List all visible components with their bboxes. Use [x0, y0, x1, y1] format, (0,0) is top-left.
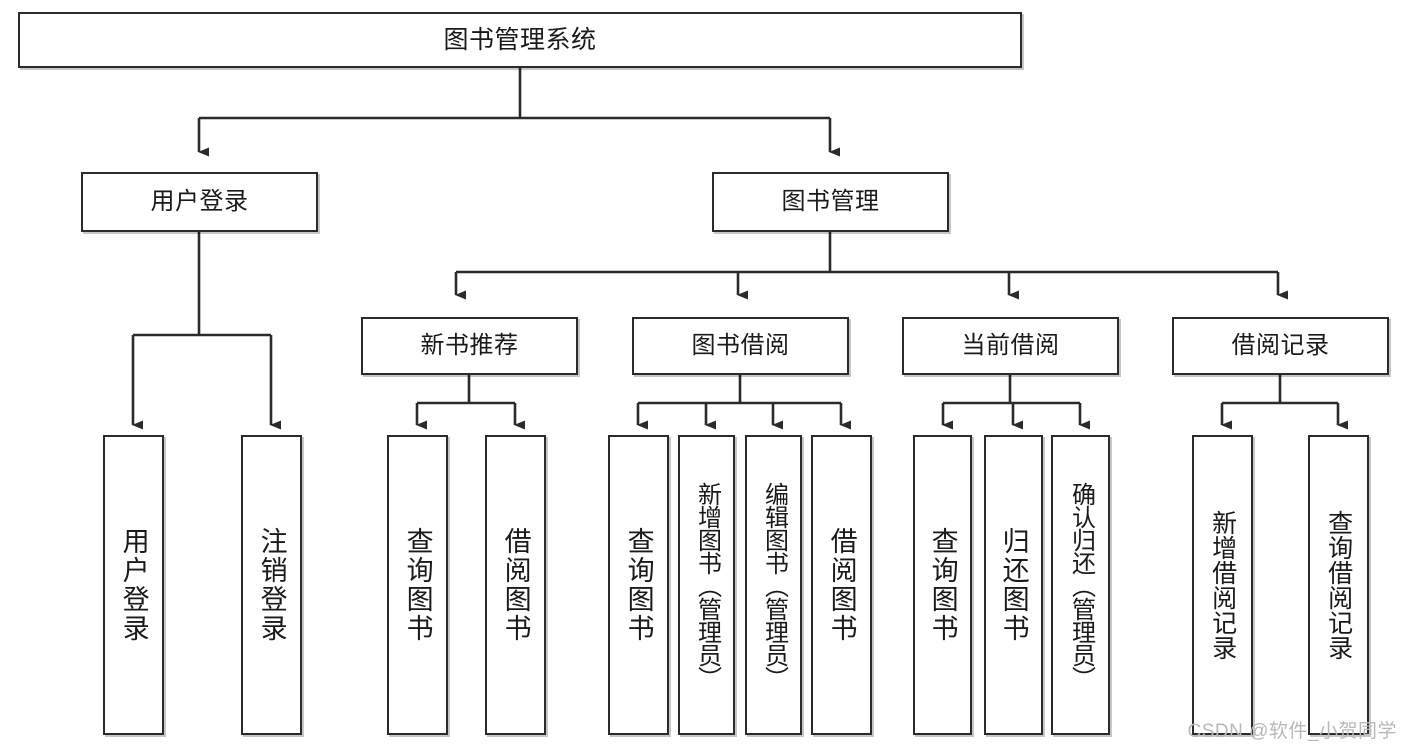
node-leaf-borrow-book-1[interactable]: 借阅图书 — [485, 435, 546, 735]
node-label: 图书管理系统 — [443, 25, 597, 54]
node-label: 新增借阅记录 — [1208, 510, 1237, 660]
node-label: 借阅图书 — [500, 527, 531, 643]
node-label: 查询图书 — [623, 527, 654, 643]
node-leaf-query-book-2[interactable]: 查询图书 — [608, 435, 669, 735]
node-leaf-borrow-book-2[interactable]: 借阅图书 — [811, 435, 872, 735]
node-label: 借阅图书 — [826, 527, 857, 643]
node-book-management[interactable]: 图书管理 — [712, 172, 949, 232]
node-leaf-confirm-return-admin[interactable]: 确认归还（管理员） — [1051, 435, 1110, 735]
node-label: 编辑图书（管理员） — [760, 481, 788, 689]
node-label: 用户登录 — [118, 527, 149, 643]
node-label: 当前借阅 — [961, 332, 1060, 359]
node-leaf-user-login[interactable]: 用户登录 — [103, 435, 164, 735]
node-leaf-query-book-3[interactable]: 查询图书 — [913, 435, 972, 735]
csdn-watermark: CSDN @软件_小贺同学 — [1187, 721, 1397, 742]
node-label: 查询图书 — [927, 527, 958, 643]
node-label: 查询图书 — [402, 527, 433, 643]
node-label: 图书管理 — [781, 188, 880, 215]
node-leaf-add-borrow-record[interactable]: 新增借阅记录 — [1192, 435, 1253, 735]
node-label: 用户登录 — [150, 188, 249, 215]
node-label: 图书借阅 — [691, 332, 790, 359]
node-leaf-query-book-1[interactable]: 查询图书 — [387, 435, 448, 735]
node-leaf-return-book[interactable]: 归还图书 — [984, 435, 1043, 735]
node-borrow-record[interactable]: 借阅记录 — [1172, 317, 1389, 375]
node-label: 确认归还（管理员） — [1067, 481, 1095, 689]
node-label: 查询借阅记录 — [1324, 510, 1353, 660]
node-leaf-query-borrow-record[interactable]: 查询借阅记录 — [1308, 435, 1369, 735]
node-leaf-add-book-admin[interactable]: 新增图书（管理员） — [678, 435, 735, 735]
node-new-book-recommend[interactable]: 新书推荐 — [361, 317, 578, 375]
node-label: 新增图书（管理员） — [693, 481, 721, 689]
node-leaf-logout-login[interactable]: 注销登录 — [241, 435, 302, 735]
node-label: 注销登录 — [256, 527, 287, 643]
node-current-borrow[interactable]: 当前借阅 — [902, 317, 1119, 375]
node-label: 借阅记录 — [1231, 332, 1330, 359]
node-label: 新书推荐 — [420, 332, 519, 359]
node-root-book-management-system[interactable]: 图书管理系统 — [18, 12, 1022, 68]
node-book-borrow[interactable]: 图书借阅 — [632, 317, 849, 375]
node-leaf-edit-book-admin[interactable]: 编辑图书（管理员） — [745, 435, 802, 735]
node-user-login[interactable]: 用户登录 — [81, 172, 318, 232]
node-label: 归还图书 — [998, 527, 1029, 643]
